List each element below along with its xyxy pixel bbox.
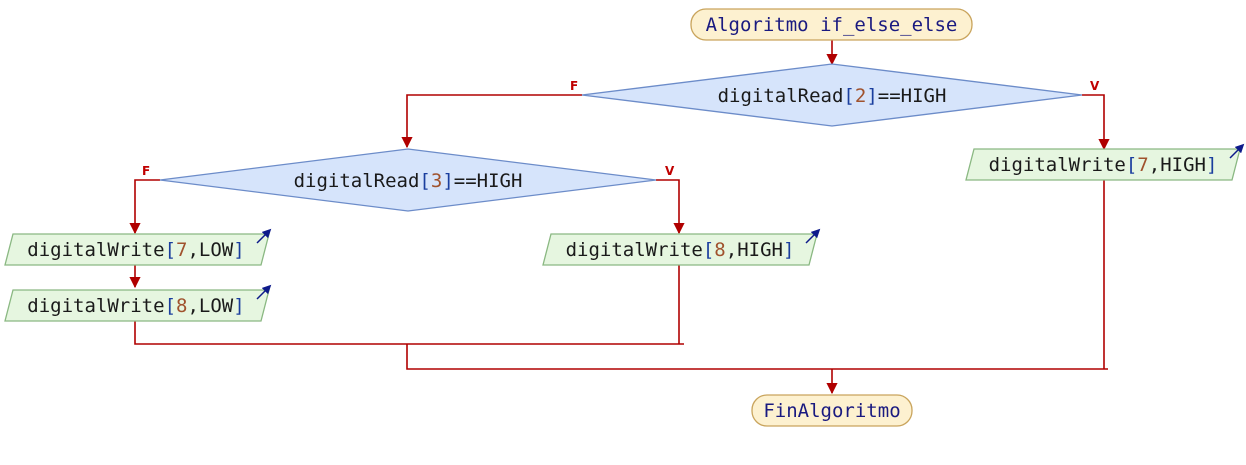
output-v1-shape	[965, 148, 1241, 181]
output-f1: digitalWrite[7,LOW]	[4, 228, 272, 266]
output-f1-arrow-icon	[256, 228, 272, 244]
start-terminal-keyword: Algoritmo	[706, 14, 809, 36]
output-f2: digitalWrite[8,LOW]	[4, 284, 272, 322]
output-v1-value: HIGH	[1160, 154, 1206, 176]
edge-inner-merge	[406, 344, 1108, 370]
output-v1-pin: 7	[1137, 154, 1148, 176]
output-f2-value: LOW	[199, 295, 234, 317]
decision-1-true-label: V	[1090, 79, 1100, 93]
output-f2-shape	[4, 289, 270, 322]
output-f1-value: LOW	[199, 239, 234, 261]
output-v2-pin: 8	[714, 239, 725, 261]
output-v1-text: digitalWrite[7,HIGH]	[989, 154, 1218, 176]
output-f1-shape	[4, 233, 270, 266]
output-f2-arrow-icon	[256, 284, 272, 300]
end-terminal-label: FinAlgoritmo	[763, 400, 900, 422]
decision-2-text: digitalRead[3]==HIGH	[294, 170, 523, 192]
decision-2-shape	[159, 148, 657, 212]
edge-cond2-false	[129, 179, 160, 235]
edge-f2-merge	[134, 321, 684, 345]
output-f1-func: digitalWrite	[27, 239, 164, 261]
output-f2-pin: 8	[176, 295, 187, 317]
decision-1-shape	[581, 63, 1083, 127]
output-v2-shape	[542, 233, 818, 266]
edge-cond1-false	[401, 94, 582, 149]
algorithm-name: if_else_else	[820, 14, 957, 36]
output-f1-text: digitalWrite[7,LOW]	[27, 239, 244, 261]
start-terminal: Algoritmo if_else_else	[690, 8, 973, 41]
edge-cond1-true	[1082, 94, 1110, 151]
output-v2-text: digitalWrite[8,HIGH]	[566, 239, 795, 261]
decision-2: digitalRead[3]==HIGH F V	[142, 148, 675, 212]
edge-cond2-true	[656, 179, 685, 235]
decision-1-func: digitalRead	[718, 85, 844, 107]
decision-2-false-label: F	[142, 164, 150, 178]
decision-1-arg: 2	[855, 85, 866, 107]
output-v2-arrow-icon	[805, 228, 821, 244]
decision-2-func: digitalRead	[294, 170, 420, 192]
output-v2: digitalWrite[8,HIGH]	[542, 228, 821, 266]
start-terminal-shape	[690, 8, 973, 41]
decision-1-text: digitalRead[2]==HIGH	[718, 85, 947, 107]
output-v1-arrow-icon	[1229, 143, 1245, 159]
output-v2-func: digitalWrite	[566, 239, 703, 261]
decision-1: digitalRead[2]==HIGH F V	[570, 63, 1100, 127]
output-f2-func: digitalWrite	[27, 295, 164, 317]
decision-2-arg: 3	[431, 170, 442, 192]
output-v1-func: digitalWrite	[989, 154, 1126, 176]
start-terminal-label: Algoritmo if_else_else	[706, 14, 958, 36]
output-f1-pin: 7	[176, 239, 187, 261]
end-terminal-shape	[751, 394, 913, 427]
decision-2-op: ==HIGH	[454, 170, 523, 192]
decision-1-op: ==HIGH	[878, 85, 947, 107]
decision-1-false-label: F	[570, 79, 578, 93]
output-v1: digitalWrite[7,HIGH]	[965, 143, 1245, 181]
decision-2-true-label: V	[665, 164, 675, 178]
connectors	[129, 40, 1110, 395]
output-f2-text: digitalWrite[8,LOW]	[27, 295, 244, 317]
output-v2-value: HIGH	[737, 239, 783, 261]
end-terminal: FinAlgoritmo	[751, 394, 913, 427]
